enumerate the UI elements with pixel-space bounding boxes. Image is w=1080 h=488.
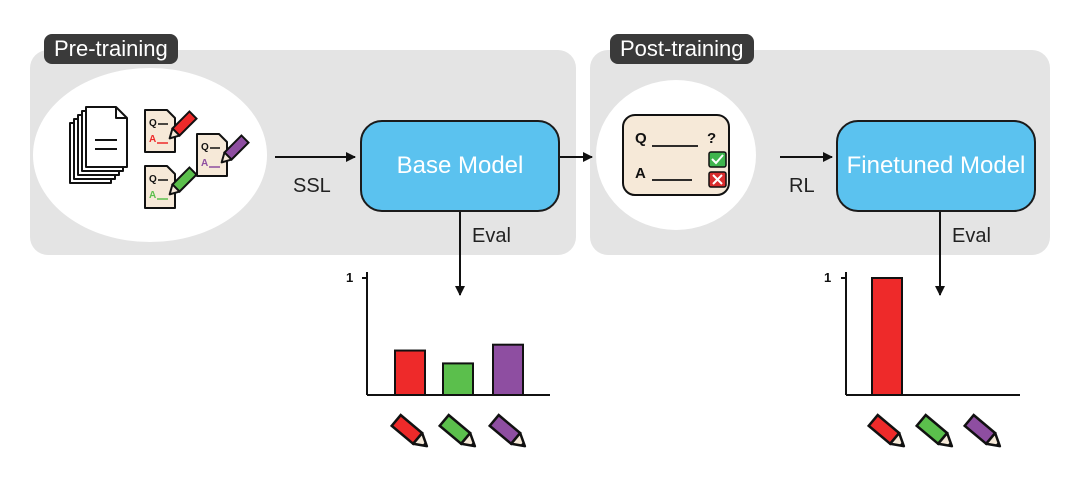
chart-left-y-tick: 1	[346, 270, 354, 285]
chart-left-green-pencil-icon	[437, 413, 477, 448]
svg-text:A: A	[149, 190, 156, 201]
eval-label-left: Eval	[472, 225, 511, 247]
qa-card-a-letter: A	[635, 165, 646, 182]
chart-left-red-pencil-icon	[389, 413, 429, 448]
eval-label-right: Eval	[952, 225, 991, 247]
chart-left-bar-red-pencil	[394, 349, 426, 397]
posttraining-tag: Post-training	[610, 34, 754, 64]
chart-right-y-tick: 1	[824, 270, 832, 285]
ssl-label: SSL	[293, 175, 331, 197]
chart-right-green-pencil-icon	[914, 413, 954, 448]
qa-card-question-mark: ?	[707, 130, 716, 147]
check-icon	[708, 151, 727, 168]
chart-right-red-pencil-icon	[866, 413, 906, 448]
rl-label: RL	[789, 175, 815, 197]
svg-text:A: A	[201, 158, 208, 169]
svg-text:Q: Q	[149, 118, 157, 129]
chart-left-bar-green-pencil	[442, 362, 474, 397]
cross-icon	[708, 171, 727, 188]
base-model-box: Base Model	[360, 120, 560, 212]
qa-card-icon: Q ? A	[622, 114, 730, 196]
chart-right-bar-red-pencil	[871, 277, 903, 396]
pretraining-tag: Pre-training	[44, 34, 178, 64]
svg-text:A: A	[149, 134, 156, 145]
answer-sheet-purple-icon: Q A	[196, 133, 250, 177]
answer-sheet-green-icon: Q A	[144, 165, 198, 209]
qa-card-q-letter: Q	[635, 130, 647, 147]
svg-text:Q: Q	[201, 142, 209, 153]
chart-left-bar-purple-pencil	[492, 343, 524, 397]
chart-right-axes	[841, 272, 1020, 396]
chart-right-purple-pencil-icon	[962, 413, 1002, 448]
finetuned-model-box: Finetuned Model	[836, 120, 1036, 212]
svg-text:Q: Q	[149, 174, 157, 185]
answer-sheet-red-icon: Q A	[144, 109, 198, 153]
chart-left-purple-pencil-icon	[487, 413, 527, 448]
document-stack-icon	[69, 106, 128, 184]
